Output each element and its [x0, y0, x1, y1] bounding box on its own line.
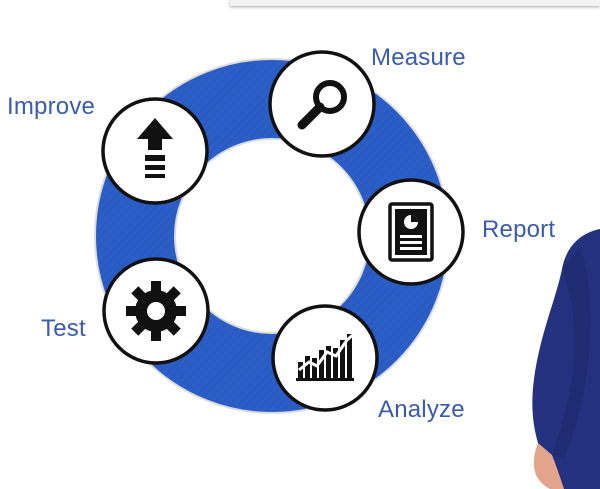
label-report: Report	[482, 216, 556, 243]
bar-chart-trend-icon	[296, 332, 355, 381]
node-measure	[268, 50, 376, 158]
label-analyze: Analyze	[378, 396, 465, 423]
label-measure: Measure	[371, 44, 466, 71]
node-test	[102, 257, 210, 365]
label-improve: Improve	[7, 93, 96, 120]
label-test: Test	[41, 315, 86, 342]
presenter-figure	[532, 229, 600, 489]
gear-icon	[126, 281, 186, 341]
node-analyze	[271, 304, 379, 412]
magnifier-icon	[297, 80, 347, 130]
report-document-icon	[388, 202, 434, 262]
node-report	[357, 178, 465, 286]
node-improve	[101, 97, 209, 205]
top-edge-panel	[230, 0, 600, 6]
up-arrow-icon	[137, 118, 173, 178]
